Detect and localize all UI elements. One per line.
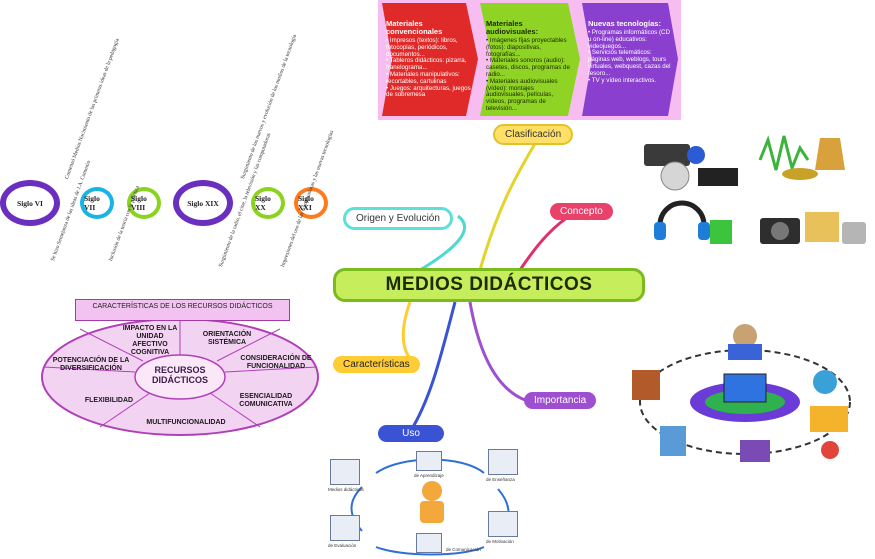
branch-concepto[interactable]: Concepto — [550, 203, 613, 220]
branch-caracteristicas[interactable]: Características — [333, 356, 420, 373]
branch-importancia[interactable]: Importancia — [524, 392, 597, 409]
bookshelf-icon — [632, 370, 660, 400]
connector-origen — [419, 214, 467, 272]
uso-caption-1: Medios didácticos — [328, 487, 364, 492]
timeline: Siglo VI Siglo VII Siglo VIII Siglo XIX … — [0, 34, 340, 270]
uso-caption-5: de Comunicación — [446, 547, 481, 552]
classification-card-convencionales: Materiales convencionales Impresos (text… — [386, 20, 472, 99]
uso-doc-3 — [488, 449, 518, 475]
wheel-banner: CARACTERÍSTICAS DE LOS RECURSOS DIDÁCTIC… — [75, 299, 290, 321]
timeline-ring-xix: Siglo XIX — [173, 180, 233, 226]
timeline-ring-xx: Siglo XX — [251, 187, 285, 219]
classification-panel: Materiales convencionales Impresos (text… — [378, 0, 681, 120]
uso-doc-1 — [330, 459, 360, 485]
uso-doc-5 — [416, 533, 442, 553]
board-icon — [810, 406, 848, 432]
characteristics-wheel: CARACTERÍSTICAS DE LOS RECURSOS DIDÁCTIC… — [40, 297, 325, 437]
photo-camera-icon — [760, 212, 866, 244]
wheel-segment-potenciacion: POTENCIACIÓN DE LA DIVERSIFICACIÓN — [52, 357, 130, 372]
uso-caption-2: de Aprendizaje — [414, 473, 444, 478]
connector-clasificacion — [478, 139, 539, 271]
uso-doc-2 — [416, 451, 442, 471]
connector-uso — [408, 301, 457, 433]
wheel-segment-impacto: IMPACTO EN LA UNIDAD AFECTIVO COGNITIVA — [122, 325, 178, 356]
student-icon — [660, 426, 686, 456]
wheel-center-label: RECURSOS DIDÁCTICOS — [152, 365, 208, 385]
wheel-segment-multifuncionalidad: MULTIFUNCIONALIDAD — [146, 419, 226, 426]
wheel-segment-esencialidad: ESENCIALIDAD COMUNICATIVA — [239, 393, 293, 408]
uso-doc-4 — [330, 515, 360, 541]
timeline-ring-vi: Siglo VI — [0, 180, 60, 226]
uso-doc-6 — [488, 511, 518, 537]
importance-network — [620, 322, 870, 472]
network-illustration — [632, 324, 851, 462]
headphones-icon — [654, 200, 732, 244]
connector-importancia — [468, 301, 526, 402]
person-center-icon — [422, 481, 442, 501]
central-node[interactable]: MEDIOS DIDÁCTICOS — [333, 268, 645, 302]
uso-flow: Medios didácticos de Aprendizaje de Ense… — [322, 445, 542, 557]
video-camera-icon — [644, 144, 738, 191]
connector-concepto — [518, 210, 576, 271]
uso-caption-6: de Motivación — [486, 539, 514, 544]
timeline-ring-vii: Siglo VII — [80, 187, 114, 219]
media-icons-illustration — [644, 135, 866, 244]
media-icons-cluster — [640, 130, 870, 270]
computer-icon — [740, 440, 770, 462]
wheel-shape — [41, 318, 319, 436]
wheel-segment-orientacion: ORIENTACIÓN SISTÉMICA — [202, 331, 252, 346]
classification-card-audiovisuales: Materiales audiovisuales: Imágenes fijas… — [486, 20, 572, 113]
person-icon — [733, 324, 757, 348]
uso-caption-3: de Enseñanza — [486, 477, 515, 482]
branch-uso[interactable]: Uso — [378, 425, 444, 442]
child-icon — [821, 441, 839, 459]
wheel-segment-flexibilidad: FLEXIBILIDAD — [84, 397, 134, 404]
uso-caption-4: de Evaluación — [328, 543, 357, 548]
branch-origen[interactable]: Origen y Evolución — [343, 207, 453, 230]
timeline-ring-xxi: Siglo XXI — [294, 187, 328, 219]
audio-wave-icon — [758, 135, 845, 180]
branch-clasificacion[interactable]: Clasificación — [493, 124, 574, 145]
globe-icon — [813, 370, 837, 394]
classification-card-nuevas-tecnologias: Nuevas tecnologías: Programas informátic… — [588, 20, 672, 84]
timeline-ring-viii: Siglo VIII — [127, 187, 161, 219]
wheel-segment-funcionalidad: CONSIDERACIÓN DE FUNCIONALIDAD — [240, 355, 312, 370]
